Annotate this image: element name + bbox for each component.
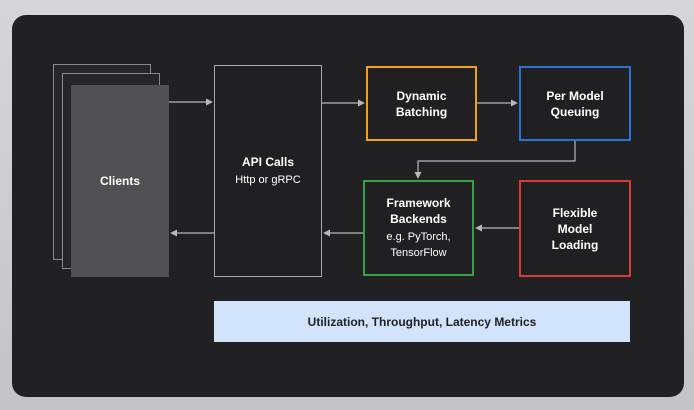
dynamic-batching-title: Dynamic Batching <box>395 88 448 119</box>
api-calls-box: API Calls Http or gRPC <box>214 65 322 277</box>
framework-backends-subtitle: e.g. PyTorch, TensorFlow <box>386 231 451 259</box>
per-model-queuing-title: Per Model Queuing <box>546 88 604 119</box>
api-calls-title: API Calls <box>241 155 295 169</box>
api-calls-subtitle: Http or gRPC <box>235 174 301 186</box>
clients-box: Clients <box>71 85 169 277</box>
metrics-label: Utilization, Throughput, Latency Metrics <box>307 314 537 329</box>
flexible-model-loading-box: Flexible Model Loading <box>519 180 631 277</box>
flexible-model-loading-title: Flexible Model Loading <box>551 205 599 252</box>
framework-backends-title: Framework Backends <box>386 196 451 226</box>
per-model-queuing-box: Per Model Queuing <box>519 66 631 141</box>
metrics-bar: Utilization, Throughput, Latency Metrics <box>214 301 630 342</box>
framework-backends-box: Framework Backends e.g. PyTorch, TensorF… <box>363 180 474 276</box>
clients-label: Clients <box>99 174 140 188</box>
dynamic-batching-box: Dynamic Batching <box>366 66 477 141</box>
